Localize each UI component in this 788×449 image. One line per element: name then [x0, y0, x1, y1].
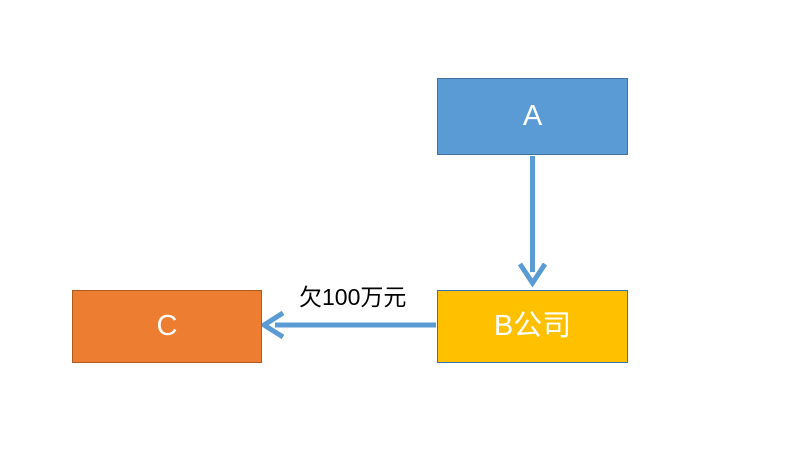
node-b-company[interactable]: B公司 — [437, 290, 628, 363]
edge-a-to-b — [517, 156, 548, 288]
edge-a-to-b-arrowhead-icon — [517, 262, 548, 288]
edge-b-to-c-arrowhead-icon — [259, 310, 285, 340]
node-c[interactable]: C — [72, 290, 262, 363]
edge-label-owes-amount: 欠100万元 — [299, 284, 407, 310]
node-a[interactable]: A — [437, 78, 628, 155]
edge-b-to-c — [259, 310, 436, 340]
